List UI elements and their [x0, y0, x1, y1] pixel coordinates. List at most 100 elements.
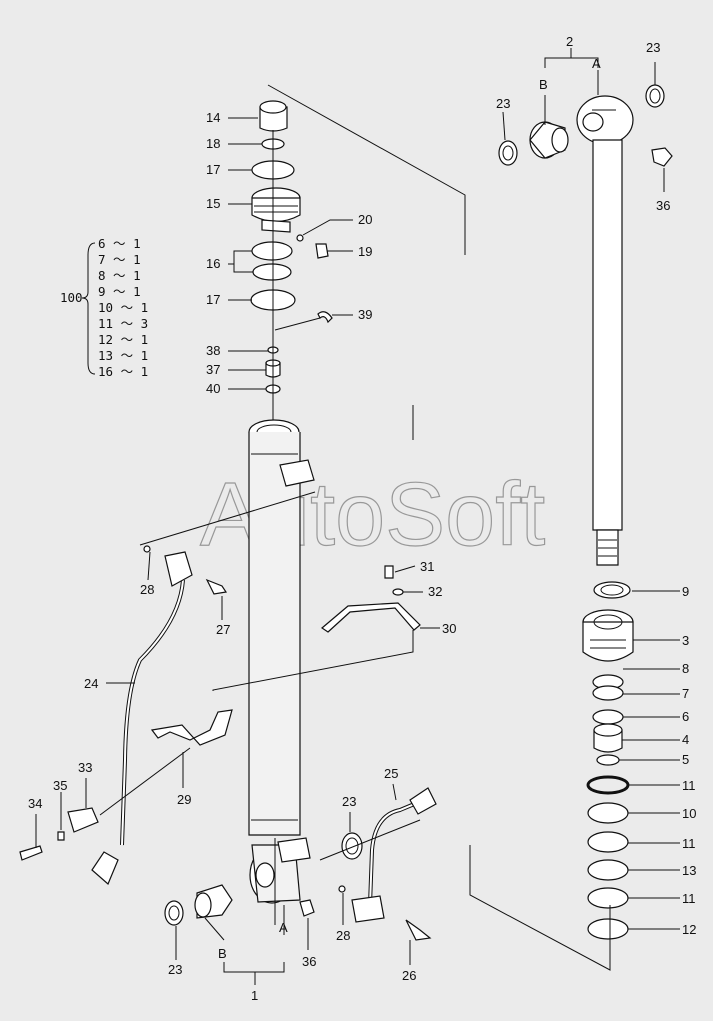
callout-4: 4 — [682, 732, 689, 747]
kit-item: 11 ～ 3 — [98, 316, 148, 331]
kit-item: 9 ～ 1 — [98, 284, 141, 299]
callout-30: 30 — [442, 621, 456, 636]
callout-32: 32 — [428, 584, 442, 599]
pipe-25 — [368, 787, 437, 906]
kit-item: 10 ～ 1 — [98, 300, 148, 315]
callouts: 2 A B 23 23 36 14 18 17 15 20 19 16 17 3… — [28, 34, 696, 1003]
kit-item: 6 ～ 1 — [98, 236, 141, 251]
piston-rod — [576, 95, 634, 566]
callout-2-A: A — [592, 56, 601, 71]
callout-11-b: 11 — [682, 836, 696, 851]
ring-13 — [587, 859, 629, 881]
clamp-30 — [321, 602, 421, 633]
callout-6: 6 — [682, 709, 689, 724]
callout-39: 39 — [358, 307, 372, 322]
callout-1-A: A — [279, 920, 288, 935]
kit-item: 13 ～ 1 — [98, 348, 148, 363]
callout-1: 1 — [251, 988, 258, 1003]
callout-11-c: 11 — [682, 891, 696, 906]
kit-list-100: 100 6 ～ 1 7 ～ 1 8 ～ 1 9 ～ 1 10 ～ 1 11 ～ … — [60, 236, 148, 379]
callout-18: 18 — [206, 136, 220, 151]
callout-38: 38 — [206, 343, 220, 358]
callout-25: 25 — [384, 766, 398, 781]
callout-24: 24 — [84, 676, 98, 691]
callout-13: 13 — [682, 863, 696, 878]
group-line-right — [469, 845, 611, 971]
oring-11-c — [587, 887, 629, 909]
callout-40: 40 — [206, 381, 220, 396]
callout-23-top-right: 23 — [646, 40, 660, 55]
clip-35 — [57, 831, 65, 841]
callout-2-B: B — [539, 77, 548, 92]
callout-9: 9 — [682, 584, 689, 599]
callout-8: 8 — [682, 661, 689, 676]
seal-23-bottom — [164, 900, 184, 926]
kit-brace — [81, 242, 96, 375]
leader-lines — [35, 48, 680, 985]
callout-20: 20 — [358, 212, 372, 227]
part-9 — [593, 581, 631, 599]
kit-item: 16 ～ 1 — [98, 364, 148, 379]
bushing-b-bottom — [194, 884, 233, 919]
seal-23-top-left — [498, 140, 518, 166]
callout-14: 14 — [206, 110, 220, 125]
bolt-31 — [384, 565, 394, 579]
kit-item: 12 ～ 1 — [98, 332, 148, 347]
callout-34: 34 — [28, 796, 42, 811]
callout-36-top: 36 — [656, 198, 670, 213]
oring-11-b — [587, 831, 629, 853]
callout-7: 7 — [682, 686, 689, 701]
ball-20 — [296, 234, 304, 242]
ring-12 — [587, 918, 629, 940]
callout-31: 31 — [420, 559, 434, 574]
callout-16: 16 — [206, 256, 220, 271]
oring-28-right — [338, 885, 346, 893]
callout-27: 27 — [216, 622, 230, 637]
callout-26: 26 — [402, 968, 416, 983]
callout-19: 19 — [358, 244, 372, 259]
leader-line-25 — [319, 819, 421, 861]
part-6 — [592, 709, 624, 725]
bolt-26 — [405, 919, 432, 941]
bolt-27 — [205, 578, 228, 595]
leader-line-clamp — [212, 630, 414, 691]
washer-32 — [392, 588, 404, 596]
callout-11-a: 11 — [682, 778, 696, 793]
callout-23-top-left: 23 — [496, 96, 510, 111]
callout-33: 33 — [78, 760, 92, 775]
callout-15: 15 — [206, 196, 220, 211]
set-screw-19 — [315, 243, 329, 259]
flange-block-28-right — [351, 895, 385, 923]
callout-12: 12 — [682, 922, 696, 937]
pipe-24 — [91, 579, 185, 886]
bushing-b-top — [529, 121, 569, 159]
seal-23-top-right — [645, 84, 665, 108]
callout-28-left: 28 — [140, 582, 154, 597]
bolt-34 — [19, 845, 43, 861]
leader-line-28-27 — [139, 491, 316, 546]
callout-28-right: 28 — [336, 928, 350, 943]
callout-10: 10 — [682, 806, 696, 821]
grease-fitting-36-top — [651, 147, 673, 167]
ring-10 — [587, 802, 629, 824]
callout-29: 29 — [177, 792, 191, 807]
callout-23-middle: 23 — [342, 794, 356, 809]
clamp-29 — [150, 709, 233, 746]
kit-number: 100 — [60, 290, 83, 305]
group-line-top — [267, 84, 466, 255]
oring-28-left — [143, 545, 151, 553]
callout-3: 3 — [682, 633, 689, 648]
nut-14 — [259, 100, 288, 132]
callout-37: 37 — [206, 362, 220, 377]
part-5 — [596, 754, 620, 766]
leader-line-33-29 — [99, 747, 191, 816]
clip-39 — [317, 311, 333, 324]
part-4 — [593, 723, 623, 753]
callout-23-bottom: 23 — [168, 962, 182, 977]
kit-item: 7 ～ 1 — [98, 252, 141, 267]
ring-16-a — [251, 241, 293, 261]
callout-5: 5 — [682, 752, 689, 767]
oring-11-a — [586, 775, 630, 795]
block-33 — [67, 807, 99, 833]
cylinder-head-3 — [582, 609, 634, 662]
